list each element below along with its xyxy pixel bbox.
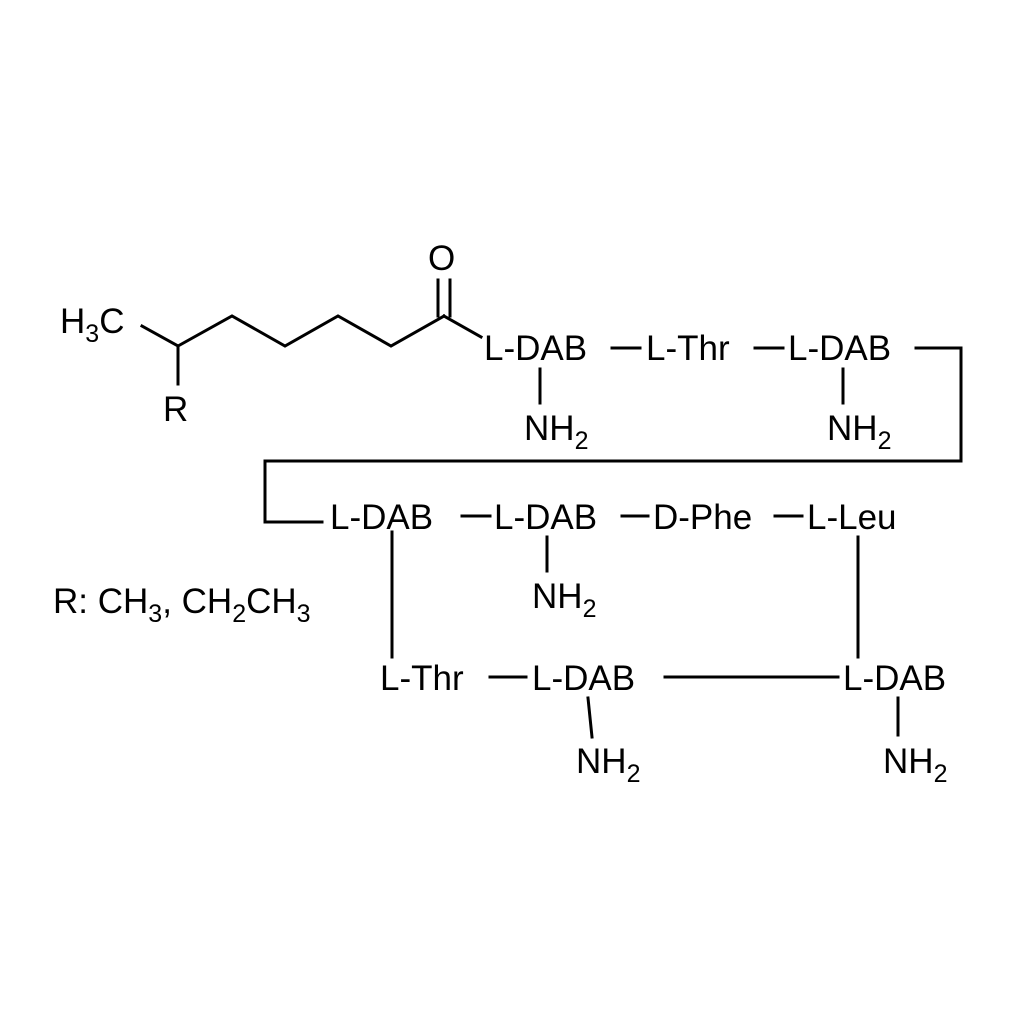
terminal-methyl-label: H3C: [60, 302, 124, 348]
amine-bonds: [538, 367, 900, 739]
r-group-label: R: [163, 390, 188, 429]
bond-zigzag-chain: [175, 313, 447, 349]
residue-l-dab-6: L-DAB: [843, 659, 946, 698]
nh2-dab-6: NH2: [883, 742, 947, 788]
residue-l-dab-5: L-DAB: [532, 659, 635, 698]
residue-l-dab-3: L-DAB: [330, 498, 433, 537]
residue-l-dab-2: L-DAB: [788, 329, 891, 368]
peptide-bonds: [263, 346, 963, 679]
bond-dab2-dab3-loop: [263, 346, 963, 524]
residue-l-thr-2: L-Thr: [380, 659, 464, 698]
nh2-dab-1: NH2: [524, 409, 588, 455]
residue-l-dab-4: L-DAB: [494, 498, 597, 537]
nh2-dab-4: NH2: [532, 577, 596, 623]
carbonyl-oxygen-label: O: [428, 239, 455, 278]
residue-l-leu: L-Leu: [807, 498, 897, 537]
nh2-dab-5: NH2: [576, 742, 640, 788]
nh2-dab-2: NH2: [827, 409, 891, 455]
fatty-acid-bonds: [139, 278, 484, 386]
residue-l-thr-1: L-Thr: [646, 329, 730, 368]
r-group-legend: R: CH3, CH2CH3: [53, 582, 311, 628]
bond-ch3-branch: [139, 323, 181, 349]
bond-dab5-nh2: [586, 696, 594, 739]
residue-l-dab-1: L-DAB: [484, 329, 587, 368]
bond-carbonyl-to-dab: [441, 313, 484, 340]
residue-d-phe: D-Phe: [653, 498, 752, 537]
